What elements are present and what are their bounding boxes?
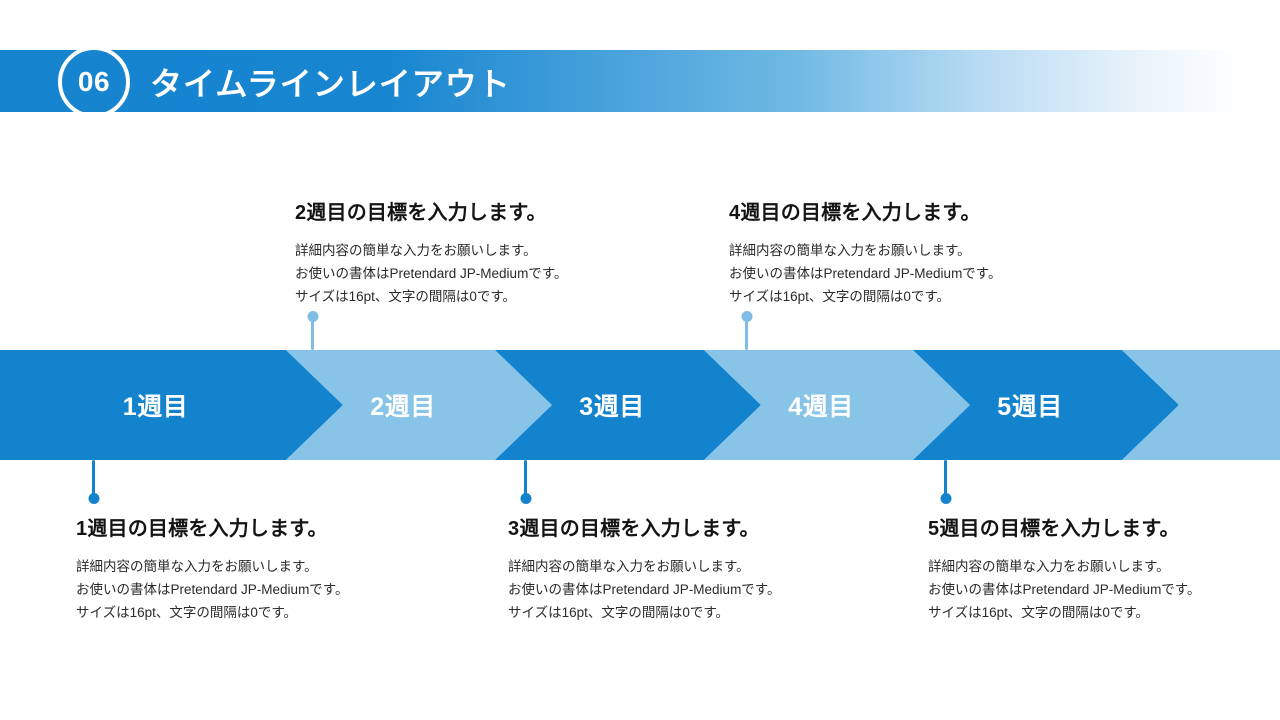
connector-week3: [520, 460, 531, 504]
connector-week4-dot: [741, 311, 752, 322]
text-block-week2-line-2: お使いの書体はPretendard JP-Mediumです。: [295, 266, 568, 281]
text-block-week1: 1週目の目標を入力します。 詳細内容の簡単な入力をお願いします。 お使いの書体は…: [76, 512, 406, 624]
header-band: [0, 50, 1280, 112]
connector-week5-dot: [940, 493, 951, 504]
connector-week3-line: [524, 460, 527, 499]
text-block-week2-title: 2週目の目標を入力します。: [295, 202, 547, 224]
connector-week5-line: [944, 460, 947, 499]
text-block-week5: 5週目の目標を入力します。 詳細内容の簡単な入力をお願いします。 お使いの書体は…: [928, 512, 1258, 624]
timeline-step-5-label: 5週目: [997, 393, 1063, 421]
text-block-week5-title: 5週目の目標を入力します。: [928, 518, 1180, 540]
text-block-week4-title: 4週目の目標を入力します。: [729, 202, 981, 224]
timeline-step-2-label: 2週目: [370, 393, 436, 421]
header-step-number: 06: [77, 66, 111, 97]
text-block-week3: 3週目の目標を入力します。 詳細内容の簡単な入力をお願いします。 お使いの書体は…: [508, 512, 838, 624]
connector-week1-dot: [88, 493, 99, 504]
text-block-week2-line-1: 詳細内容の簡単な入力をお願いします。: [295, 243, 537, 258]
timeline-step-1-label: 1週目: [122, 393, 189, 421]
connector-week2-line: [311, 316, 314, 350]
text-block-week5-line-2: お使いの書体はPretendard JP-Mediumです。: [928, 582, 1201, 597]
text-block-week3-line-2: お使いの書体はPretendard JP-Mediumです。: [508, 582, 781, 597]
connector-week1: [88, 460, 99, 504]
text-block-week5-line-1: 詳細内容の簡単な入力をお願いします。: [928, 559, 1170, 574]
text-block-week3-line-3: サイズは16pt、文字の間隔は0です。: [508, 605, 730, 620]
timeline-step-1[interactable]: 1週目: [0, 350, 343, 460]
timeline-chevron-band: 1週目 2週目 3週目 4週目 5週目: [0, 350, 1280, 460]
text-block-week4-line-1: 詳細内容の簡単な入力をお願いします。: [729, 243, 971, 258]
connector-week4-line: [745, 316, 748, 350]
text-block-week2-line-3: サイズは16pt、文字の間隔は0です。: [295, 289, 517, 304]
text-block-week5-line-3: サイズは16pt、文字の間隔は0です。: [928, 605, 1150, 620]
connector-week5: [940, 460, 951, 504]
header-step-circle: 06: [58, 46, 130, 118]
connector-week1-line: [92, 460, 95, 499]
text-block-week1-title: 1週目の目標を入力します。: [76, 518, 328, 540]
connector-week2-dot: [307, 311, 318, 322]
timeline-step-3[interactable]: 3週目: [495, 350, 761, 460]
text-block-week1-line-2: お使いの書体はPretendard JP-Mediumです。: [76, 582, 349, 597]
text-block-week4-line-2: お使いの書体はPretendard JP-Mediumです。: [729, 266, 1002, 281]
connector-week4: [741, 311, 752, 350]
text-block-week4: 4週目の目標を入力します。 詳細内容の簡単な入力をお願いします。 お使いの書体は…: [729, 196, 1059, 308]
text-block-week3-title: 3週目の目標を入力します。: [508, 518, 760, 540]
connector-week3-dot: [520, 493, 531, 504]
text-block-week2: 2週目の目標を入力します。 詳細内容の簡単な入力をお願いします。 お使いの書体は…: [295, 196, 625, 308]
text-block-week3-line-1: 詳細内容の簡単な入力をお願いします。: [508, 559, 750, 574]
page-title: タイムラインレイアウト: [150, 66, 511, 102]
connector-week2: [307, 311, 318, 350]
text-block-week4-line-3: サイズは16pt、文字の間隔は0です。: [729, 289, 951, 304]
text-block-week1-line-1: 詳細内容の簡単な入力をお願いします。: [76, 559, 318, 574]
timeline-step-3-label: 3週目: [579, 393, 645, 421]
timeline-step-4-label: 4週目: [788, 393, 854, 421]
text-block-week1-line-3: サイズは16pt、文字の間隔は0です。: [76, 605, 298, 620]
